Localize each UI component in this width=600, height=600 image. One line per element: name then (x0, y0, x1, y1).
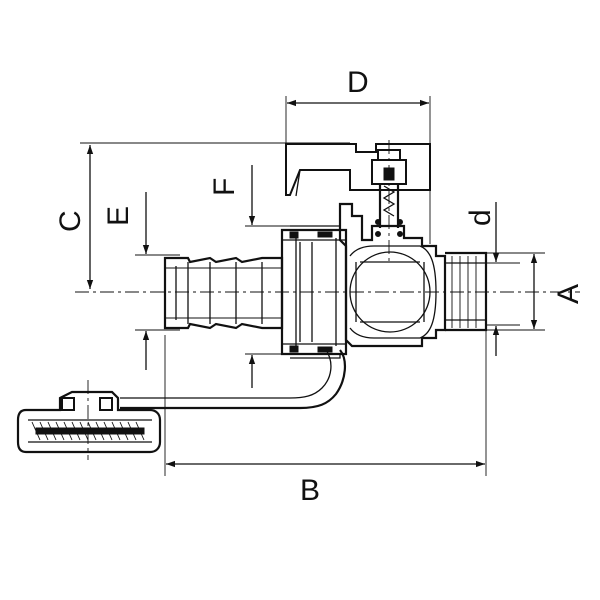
label-c: C (54, 210, 87, 232)
dimension-b: B (164, 330, 487, 507)
hose-tail (163, 256, 284, 330)
label-e: E (102, 206, 135, 226)
label-b: B (300, 474, 320, 507)
hose-cap (16, 380, 162, 460)
dimension-small-d: d (464, 202, 520, 356)
dimension-d: D (285, 66, 431, 244)
butterfly-handle (285, 143, 431, 197)
dimension-e: E (102, 192, 180, 370)
label-d: D (347, 66, 369, 99)
cap-strap (120, 349, 346, 410)
valve-body (338, 202, 447, 348)
valve-stem (371, 140, 407, 262)
dimension-f: F (208, 165, 290, 388)
label-small-d: d (464, 209, 497, 226)
label-f: F (208, 178, 241, 196)
outlet-thread (445, 251, 488, 332)
dimension-a: A (487, 252, 585, 331)
label-a: A (552, 284, 585, 304)
